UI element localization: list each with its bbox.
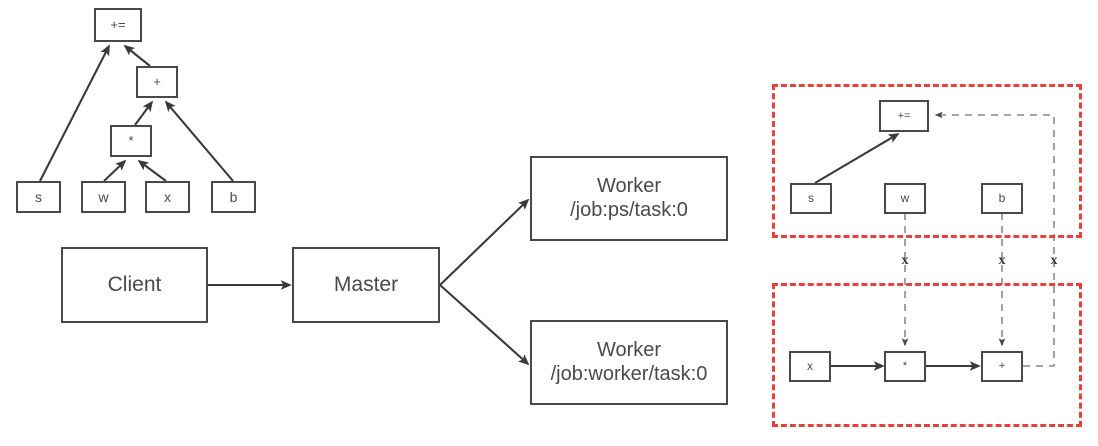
worker-ps-title: Worker bbox=[596, 174, 662, 197]
topology-edge-master-to-worker-ps bbox=[439, 198, 530, 286]
worker-worker-title: Worker bbox=[596, 338, 662, 361]
client-box[interactable]: Client bbox=[61, 247, 208, 323]
graph-edge-w-to-mul bbox=[103, 159, 127, 182]
partition-node-assign-add[interactable]: += bbox=[879, 100, 929, 132]
partition-node-b[interactable]: b bbox=[981, 183, 1023, 214]
graph-edge-mul-to-add bbox=[134, 100, 154, 126]
master-label: Master bbox=[333, 272, 399, 296]
graph-edge-b-to-add bbox=[164, 100, 234, 182]
graph-node-multiply[interactable]: * bbox=[110, 125, 152, 157]
graph-edge-s-to-assignadd bbox=[39, 44, 110, 182]
graph-node-s[interactable]: s bbox=[16, 181, 61, 213]
partition-node-multiply[interactable]: * bbox=[884, 351, 926, 382]
worker-box-ps[interactable]: Worker /job:ps/task:0 bbox=[530, 156, 728, 241]
master-box[interactable]: Master bbox=[292, 247, 440, 323]
partition-group-worker bbox=[772, 283, 1082, 427]
cut-marker-w: x bbox=[901, 253, 909, 268]
partition-node-s[interactable]: s bbox=[790, 183, 832, 214]
cut-marker-add: x bbox=[1050, 253, 1058, 268]
partition-node-add[interactable]: + bbox=[981, 351, 1023, 382]
partition-group-ps bbox=[772, 84, 1082, 238]
graph-node-assign-add[interactable]: += bbox=[94, 8, 142, 42]
graph-edge-x-to-mul bbox=[137, 159, 167, 182]
worker-worker-device: /job:worker/task:0 bbox=[550, 362, 708, 385]
partition-edge-s-to-assignadd bbox=[814, 133, 900, 184]
partition-edge-add-to-assignadd-dashed bbox=[934, 111, 1055, 367]
worker-box-worker[interactable]: Worker /job:worker/task:0 bbox=[530, 320, 728, 405]
graph-node-b[interactable]: b bbox=[211, 181, 256, 213]
graph-node-add[interactable]: + bbox=[136, 66, 178, 98]
graph-node-w[interactable]: w bbox=[81, 181, 126, 213]
topology-edge-master-to-worker-worker bbox=[439, 284, 530, 366]
graph-node-x[interactable]: x bbox=[145, 181, 190, 213]
graph-edge-add-to-assignadd bbox=[123, 44, 151, 67]
worker-ps-device: /job:ps/task:0 bbox=[570, 198, 688, 221]
partition-node-w[interactable]: w bbox=[884, 183, 926, 214]
cut-marker-b: x bbox=[998, 253, 1006, 268]
partition-node-x[interactable]: x bbox=[789, 351, 831, 382]
